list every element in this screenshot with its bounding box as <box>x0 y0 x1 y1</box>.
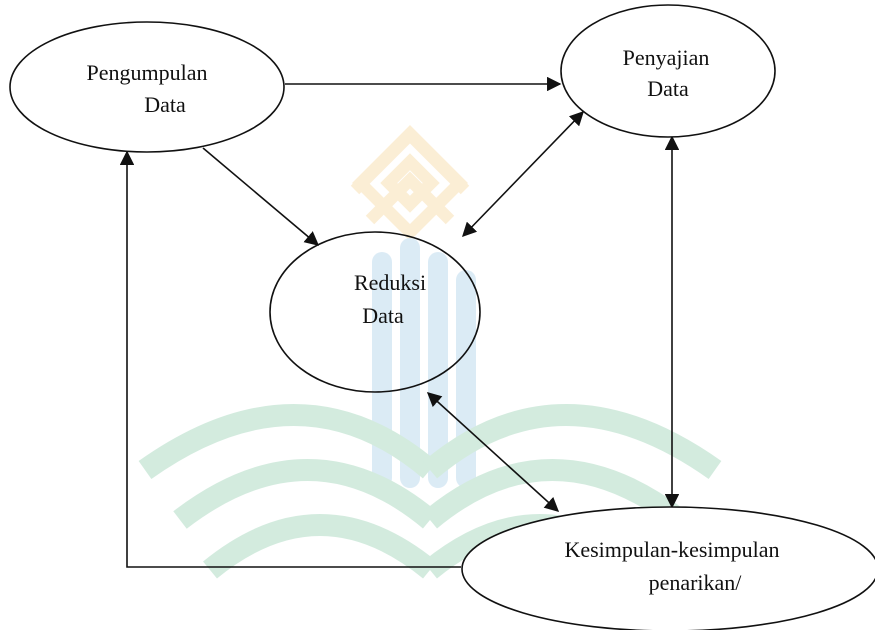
label-pengumpulan-line1: Pengumpulan <box>87 60 208 85</box>
university-logo-watermark <box>138 125 722 579</box>
ornament-icon <box>350 125 470 241</box>
ellipse-pengumpulan <box>9 21 285 153</box>
edge-pengumpulan-to-reduksi <box>202 147 320 246</box>
label-pengumpulan-line2: Data <box>144 92 186 117</box>
node-reduksi: Reduksi Data <box>269 231 481 393</box>
edge-reduksi-kesimpulan <box>426 392 560 512</box>
ellipse-reduksi <box>269 231 481 393</box>
label-penyajian-line2: Data <box>647 76 689 101</box>
label-kesimpulan-line2: penarikan/ <box>649 570 743 595</box>
node-penyajian: Penyajian Data <box>560 4 776 138</box>
label-penyajian-line1: Penyajian <box>623 45 710 70</box>
edge-kesimpulan-to-pengumpulan <box>119 150 461 568</box>
node-pengumpulan: Pengumpulan Data <box>9 21 285 153</box>
edge-penyajian-reduksi <box>461 110 585 238</box>
label-kesimpulan-line1: Kesimpulan-kesimpulan <box>564 537 779 562</box>
node-kesimpulan: Kesimpulan-kesimpulan penarikan/ <box>461 506 875 630</box>
label-reduksi-line1: Reduksi <box>354 270 426 295</box>
ellipse-penyajian <box>560 4 776 138</box>
ellipse-kesimpulan <box>461 506 875 630</box>
label-reduksi-line2: Data <box>362 303 404 328</box>
